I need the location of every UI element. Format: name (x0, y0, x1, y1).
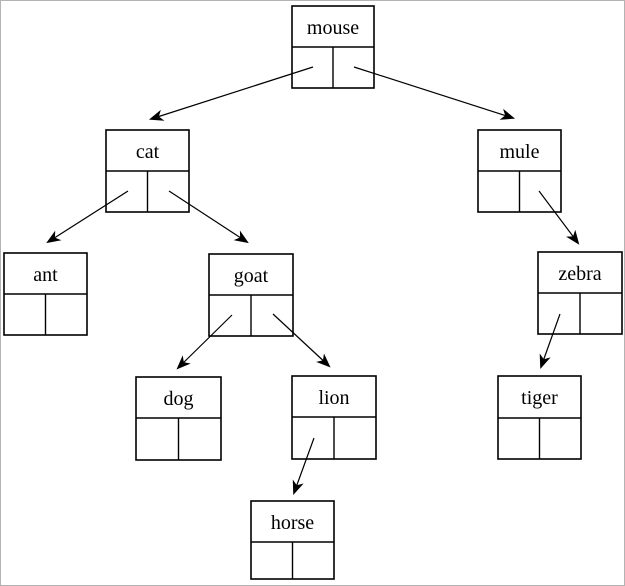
node-label-ant: ant (33, 264, 58, 286)
node-lion: lion (291, 375, 377, 460)
edge-goat-right-lion (272, 313, 331, 368)
node-label-tiger: tiger (521, 387, 558, 409)
node-label-horse: horse (271, 512, 314, 534)
node-label-lion: lion (318, 387, 349, 409)
node-label-mouse: mouse (307, 17, 359, 39)
node-label-zebra: zebra (558, 263, 601, 285)
edge-cat-left-ant (46, 190, 129, 244)
edge-lion-left-horse (292, 437, 315, 496)
edge-mule-right-zebra (538, 190, 580, 245)
node-tiger: tiger (497, 375, 582, 460)
edge-zebra-left-tiger (539, 313, 561, 370)
node-horse: horse (250, 500, 335, 580)
edge-mouse-left-cat (148, 66, 314, 121)
edges (46, 66, 580, 496)
node-ant: ant (3, 252, 88, 336)
edge-mouse-right-mule (353, 66, 516, 120)
node-goat: goat (208, 253, 294, 337)
node-label-cat: cat (136, 141, 160, 163)
node-label-goat: goat (234, 265, 269, 287)
node-zebra: zebra (537, 251, 623, 335)
node-dog: dog (135, 376, 222, 461)
edge-goat-left-dog (176, 314, 233, 370)
node-mule: mule (477, 129, 562, 213)
node-cat: cat (105, 129, 190, 213)
node-label-dog: dog (164, 388, 194, 410)
node-mouse: mouse (291, 5, 375, 89)
edge-cat-right-goat (168, 190, 249, 244)
node-label-mule: mule (500, 141, 540, 163)
